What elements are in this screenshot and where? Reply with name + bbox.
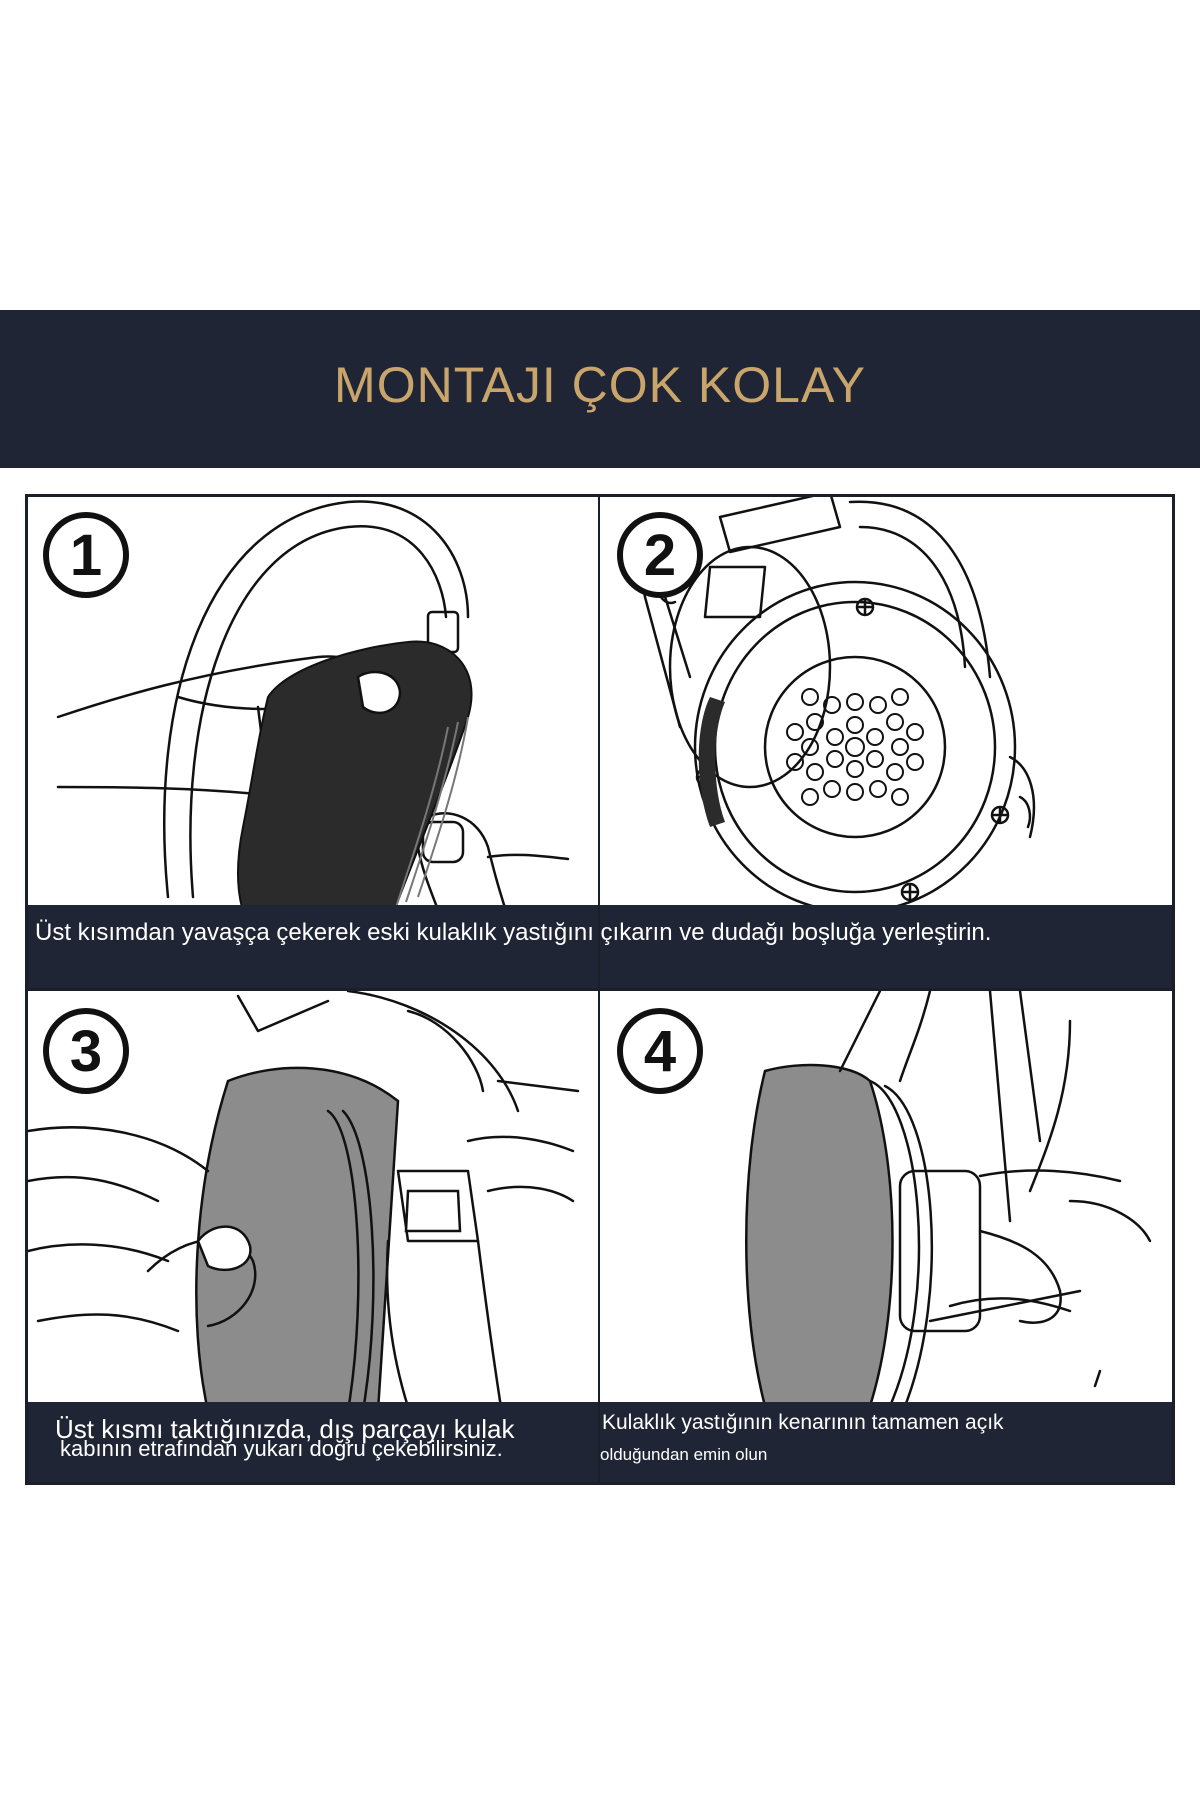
step-3-number: 3 (70, 1019, 102, 1084)
step-2-number: 2 (644, 523, 676, 588)
step-3-badge (43, 1008, 129, 1094)
top-caption-text: Üst kısımdan yavaşça çekerek eski kulakl… (35, 919, 992, 946)
step-4-badge (617, 1008, 703, 1094)
headphone-driver-icon: 2 (617, 497, 1036, 914)
hand-fitting-ear-pad-icon: 3 (28, 991, 580, 1463)
step-1-panel: 1 (28, 497, 598, 988)
step-2-panel: 2 (600, 497, 1172, 988)
page-title: MONTAJI ÇOK KOLAY (334, 357, 866, 413)
step-4-caption-line-1: Kulaklık yastığının kenarının tamamen aç… (602, 1411, 1004, 1434)
step-4-number: 4 (644, 1019, 676, 1084)
step-1-badge (43, 512, 129, 598)
header-banner: MONTAJI ÇOK KOLAY (0, 310, 1200, 468)
step-3-caption-bar: Üst kısmı taktığınızda, dış parçayı kula… (28, 1402, 598, 1482)
step-2-badge (617, 512, 703, 598)
step-3-caption-line-2: kabının etrafından yukarı doğru çekebili… (60, 1436, 503, 1461)
step-4-caption-bar: Kulaklık yastığının kenarının tamamen aç… (600, 1402, 1172, 1482)
step-1-number: 1 (70, 523, 102, 588)
grid-horizontal-divider (25, 988, 1175, 991)
step-3-caption-line-1: Üst kısmı taktığınızda, dış parçayı kula… (55, 1414, 515, 1444)
hand-removing-ear-pad-icon: 1 (43, 500, 570, 940)
top-caption-bar: Üst kısımdan yavaşça çekerek eski kulakl… (28, 905, 1172, 988)
step-4-caption-line-2: olduğundan emin olun (600, 1445, 768, 1464)
step-4-panel: 4 Kulaklık yastığının kenarının tamamen … (600, 991, 1172, 1482)
step-3-panel: 3 Üst kısmı taktığınızda, dış parçayı ku… (28, 991, 598, 1482)
installed-ear-pad-icon: 4 (617, 991, 1152, 1415)
